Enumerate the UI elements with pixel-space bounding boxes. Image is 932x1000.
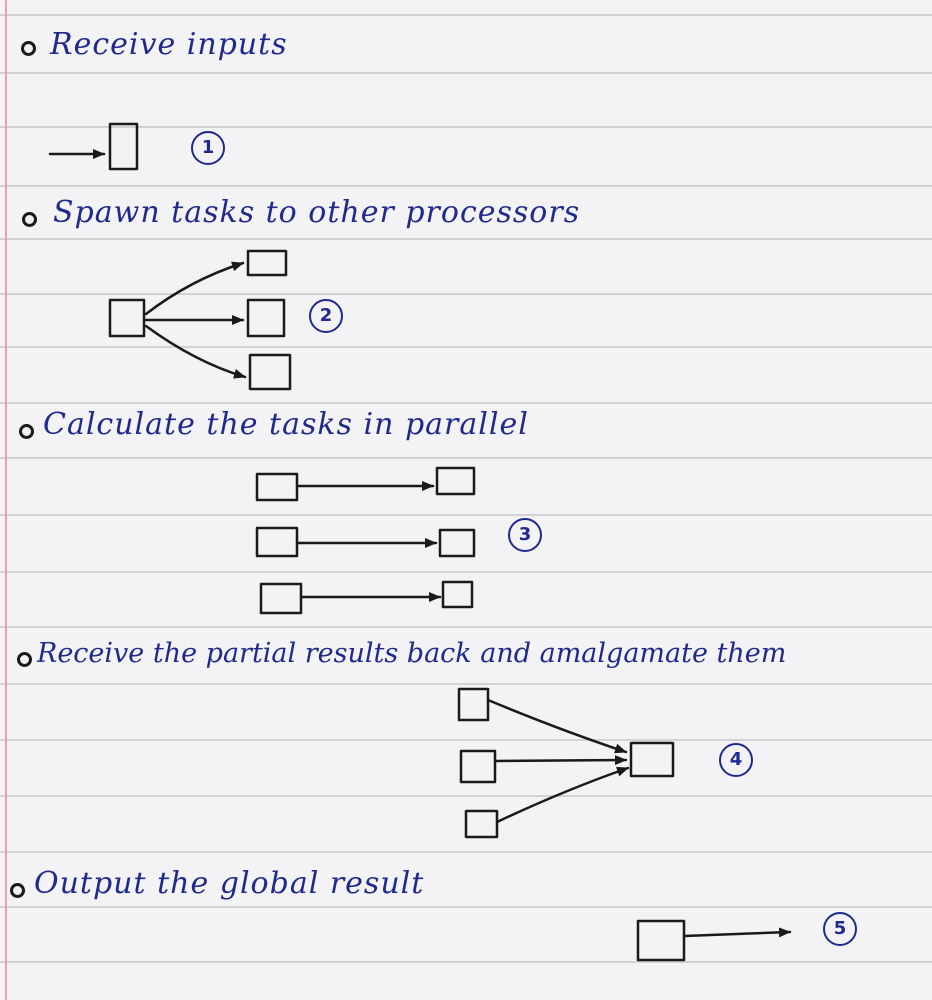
step-2-text: Spawn tasks to other processors bbox=[53, 195, 581, 230]
step2-diagram bbox=[108, 249, 292, 391]
output-arrow bbox=[682, 927, 792, 938]
task-box-2 bbox=[255, 526, 299, 558]
step-number-2: 2 bbox=[309, 299, 343, 333]
step-1-text: Receive inputs bbox=[50, 27, 288, 62]
step3-diagram bbox=[255, 466, 476, 615]
step-4-text: Receive the partial results back and ama… bbox=[37, 638, 787, 669]
global-box bbox=[629, 741, 675, 778]
ruled-lines bbox=[0, 14, 932, 963]
partial-box-1 bbox=[457, 687, 490, 722]
bullet-5 bbox=[10, 883, 25, 898]
step-5-text: Output the global result bbox=[34, 866, 425, 901]
task-box-1 bbox=[255, 472, 299, 502]
step4-diagram bbox=[457, 687, 675, 839]
partial-box-2 bbox=[459, 749, 497, 784]
result-box-2 bbox=[438, 528, 476, 558]
worker-box-top bbox=[246, 249, 288, 277]
output-box bbox=[636, 919, 686, 962]
result-box-1 bbox=[435, 466, 476, 496]
spawn-arrow-bottom bbox=[144, 324, 247, 379]
worker-box-bottom bbox=[248, 353, 292, 391]
partial-box-3 bbox=[464, 809, 499, 839]
bullet-4 bbox=[17, 652, 32, 667]
step-number-5: 5 bbox=[823, 912, 857, 946]
bullet-2 bbox=[22, 212, 37, 227]
step5-diagram bbox=[636, 919, 792, 962]
step-3-text: Calculate the tasks in parallel bbox=[43, 407, 529, 442]
step-number-4: 4 bbox=[719, 743, 753, 777]
step-number-3: 3 bbox=[508, 518, 542, 552]
merge-arrow-middle bbox=[493, 755, 628, 766]
merge-arrow-top bbox=[486, 698, 628, 754]
bullet-1 bbox=[21, 41, 36, 56]
worker-box-middle bbox=[246, 298, 286, 338]
step-number-1: 1 bbox=[191, 131, 225, 165]
merge-arrow-bottom bbox=[495, 766, 630, 824]
spawn-arrow-top bbox=[144, 261, 245, 316]
task-box-3 bbox=[259, 582, 303, 615]
result-box-3 bbox=[441, 580, 474, 609]
bullet-3 bbox=[19, 424, 34, 439]
processor-box bbox=[108, 122, 139, 171]
step1-diagram bbox=[48, 122, 139, 171]
source-processor-box bbox=[108, 298, 146, 338]
